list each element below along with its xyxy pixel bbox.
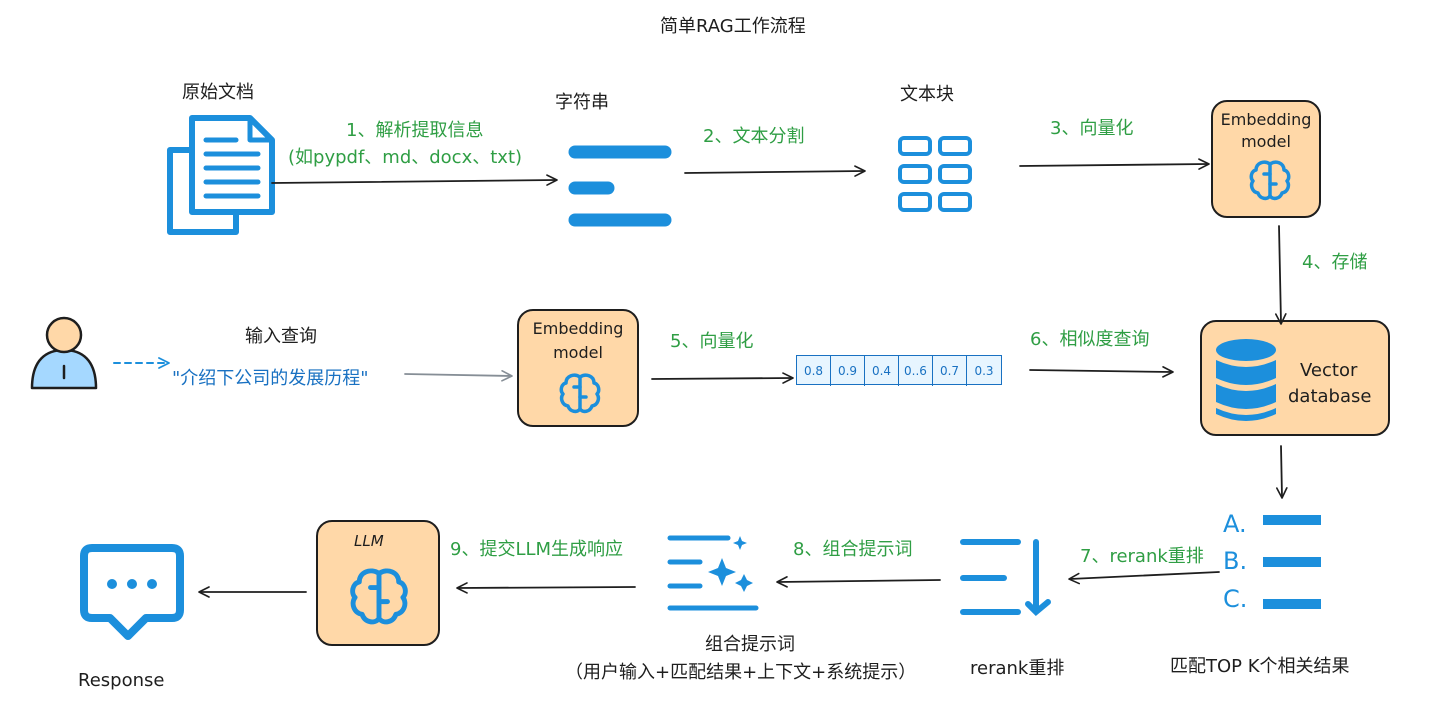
step-9-label: 9、提交LLM生成响应 [450,539,624,560]
embedding-model-top-box: Embedding model [1211,100,1321,218]
step-4-label: 4、存储 [1302,252,1368,273]
arrow-step-5 [651,372,794,384]
document-icon [167,115,275,235]
arrow-step-2 [684,165,866,177]
arrow-step-9 [456,582,636,594]
text-chunk-icon [898,136,972,212]
vector-database-box: Vector database [1200,320,1390,436]
vector-cell: 0.9 [831,356,865,386]
chat-bubble-icon [80,544,184,640]
step-8-label: 8、组合提示词 [793,539,913,560]
rerank-label: rerank重排 [970,658,1065,679]
database-icon [1216,339,1276,421]
embedding-top-line1: Embedding [1220,110,1312,129]
arrow-step-3 [1019,158,1210,170]
prompt-icon [667,535,759,611]
vector-db-line1: Vector [1300,360,1358,381]
step-2-label: 2、文本分割 [703,126,805,147]
query-text: "介绍下公司的发展历程" [172,368,369,389]
embedding-top-line2: model [1241,132,1291,151]
user-icon [30,316,98,390]
vector-cell: 0.4 [865,356,899,386]
vector-strip: 0.8 0.9 0.4 0..6 0.7 0.3 [796,355,1002,386]
topk-letter-c: C. [1223,585,1248,613]
diagram-title: 简单RAG工作流程 [660,16,806,37]
vector-cell: 0..6 [899,356,933,386]
arrow-step-7 [1068,571,1220,585]
user-query-label: 输入查询 [245,326,317,347]
topk-label: 匹配TOP K个相关结果 [1170,656,1350,677]
step-1-label: 1、解析提取信息 [346,120,484,141]
embedding-mid-line2: model [553,343,603,362]
vector-cell: 0.8 [797,356,831,386]
llm-label: LLM [354,532,384,550]
topk-letter-b: B. [1223,547,1248,575]
brain-icon [559,373,601,414]
prompt-label-1: 组合提示词 [705,634,795,655]
response-label: Response [78,670,165,691]
llm-box: LLM [316,520,440,646]
brain-icon [1249,160,1291,201]
vector-cell: 0.7 [933,356,967,386]
step-7-label: 7、rerank重排 [1080,546,1204,567]
arrow-step-8 [776,576,941,588]
text-chunk-label: 文本块 [900,84,954,105]
step-1-sublabel: (如pypdf、md、docx、txt) [288,147,523,168]
topk-bars-icon [1263,515,1321,609]
embedding-model-mid-box: Embedding model [517,309,639,427]
string-label: 字符串 [555,92,609,113]
vector-db-line2: database [1288,386,1372,407]
arrow-step-4 [1275,225,1287,325]
arrow-query-to-embedding [404,370,513,382]
topk-letter-a: A. [1223,510,1247,538]
step-5-label: 5、向量化 [670,331,754,352]
embedding-mid-line1: Embedding [532,319,624,338]
rerank-icon [960,539,1051,617]
step-3-label: 3、向量化 [1050,118,1134,139]
string-icon [568,145,672,227]
raw-doc-label: 原始文档 [182,82,254,103]
prompt-label-2: （用户输入+匹配结果+上下文+系统提示） [565,662,917,683]
arrow-step-1 [271,174,558,186]
vector-cell: 0.3 [974,364,994,378]
arrow-db-to-topk [1276,445,1288,499]
arrow-step-6 [1029,366,1174,378]
brain-icon [350,568,408,625]
step-6-label: 6、相似度查询 [1030,329,1150,350]
